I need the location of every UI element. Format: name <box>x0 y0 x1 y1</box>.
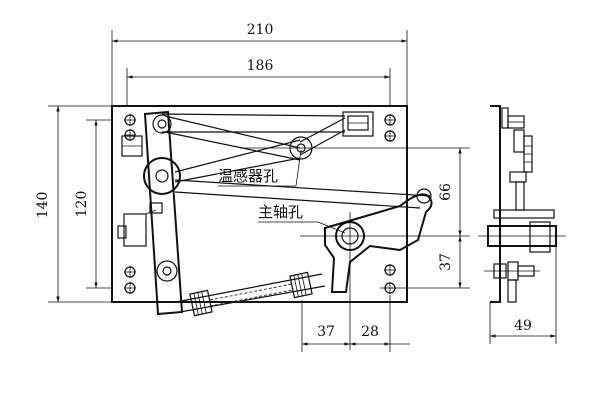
main-shaft-label: 主轴孔 <box>258 203 303 221</box>
main-shaft-lever <box>300 188 470 350</box>
dimension-label-210: 210 <box>247 22 274 38</box>
horizontal-link <box>174 179 431 209</box>
mounting-hole-bottom-left-2 <box>124 282 136 294</box>
dimension-210: 210 <box>111 22 408 105</box>
mounting-hole-top-left-2 <box>124 129 136 141</box>
side-view <box>478 105 566 303</box>
dimension-49: 49 <box>489 246 557 344</box>
mounting-hole-top-right-2 <box>384 130 396 142</box>
dimension-label-186: 186 <box>247 58 274 74</box>
crossed-links <box>161 113 346 183</box>
temp-sensor-hole <box>240 136 470 160</box>
dimension-label-28-bottom: 28 <box>361 324 379 340</box>
mounting-hole-top-right <box>384 114 396 126</box>
mounting-hole-bottom-left <box>124 266 136 278</box>
temp-sensor-label-group: 温感器孔 <box>218 149 302 187</box>
dimension-37-vertical: 37 <box>380 236 470 289</box>
mounting-hole-top-left <box>124 114 136 126</box>
dimension-66: 66 <box>438 148 462 236</box>
dimension-label-49: 49 <box>514 318 532 334</box>
dimension-label-140: 140 <box>35 192 51 219</box>
dimension-label-66: 66 <box>438 183 454 201</box>
main-shaft-label-group: 主轴孔 <box>258 203 346 234</box>
dimension-120: 120 <box>74 119 126 289</box>
dimension-186: 186 <box>126 58 391 112</box>
mounting-hole-bottom-right <box>384 264 396 276</box>
dimension-140: 140 <box>35 105 112 303</box>
temp-sensor-label: 温感器孔 <box>218 167 278 185</box>
dimension-37-28-bottom: 37 28 <box>301 295 410 352</box>
temp-sensor-bracket <box>342 111 374 137</box>
dimension-label-37-bottom: 37 <box>317 324 335 340</box>
spring-assembly <box>175 271 326 317</box>
dimension-label-37-vertical: 37 <box>438 253 454 271</box>
dimension-label-120: 120 <box>74 191 90 218</box>
limit-switch <box>117 202 163 247</box>
